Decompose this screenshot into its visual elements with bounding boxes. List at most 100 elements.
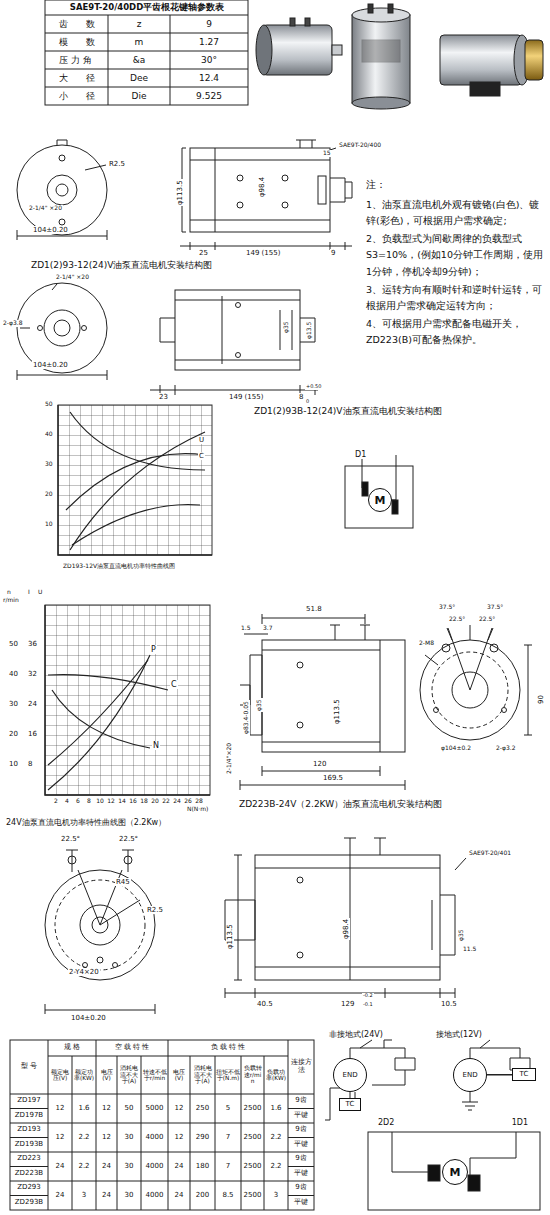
text-label: 104±0.20 bbox=[70, 1014, 107, 1022]
text-label: 2-M8 bbox=[418, 640, 435, 647]
node-text: M bbox=[375, 495, 386, 506]
text-label: 24V油泵直流电机功率特性曲线图（2.2Kw） bbox=[5, 818, 167, 827]
text-label: &a bbox=[132, 55, 147, 65]
text-label: φ35 bbox=[283, 320, 290, 334]
text-label: 50 bbox=[8, 640, 19, 648]
text-label: 104±0.20 bbox=[32, 226, 69, 234]
text-label: 9.525 bbox=[195, 91, 223, 101]
text-label: φ35 bbox=[458, 928, 465, 942]
text-label: -0.2 bbox=[362, 993, 374, 999]
table-cell: 规 格 bbox=[48, 1040, 96, 1056]
text-label: 120 bbox=[312, 760, 327, 768]
text-label: 6 bbox=[75, 798, 81, 805]
table-cell: 额定电压(V) bbox=[48, 1056, 72, 1094]
text-label: 16 bbox=[128, 798, 138, 805]
text-label: φ13.5 bbox=[306, 321, 313, 340]
table-cell: 平键 bbox=[288, 1167, 314, 1182]
text-label: 50 bbox=[44, 401, 54, 408]
text-label: P bbox=[150, 645, 157, 654]
text-label: φ113.5 bbox=[333, 698, 341, 725]
text-label: 22.5° bbox=[60, 835, 81, 843]
text-label: SAE9T-20/401 bbox=[468, 850, 512, 857]
text-label: 4 bbox=[64, 798, 70, 805]
terminal-box: TC bbox=[339, 1098, 361, 1111]
text-label: 接地式(12V) bbox=[435, 1030, 483, 1039]
table-cell: 消耗电流不大于(A) bbox=[190, 1056, 215, 1094]
text-label: ZD1(2)93B-12(24)V油泵直流电机安装结构图 bbox=[253, 406, 443, 416]
text-label: 10 bbox=[95, 798, 105, 805]
table-cell: 3 bbox=[72, 1181, 96, 1210]
text-label: 40.5 bbox=[256, 1000, 274, 1008]
table-cell: 24 bbox=[48, 1152, 72, 1181]
text-label: Dee bbox=[129, 73, 149, 83]
table-cell: 250 bbox=[190, 1094, 215, 1123]
text-label: φ113.5 bbox=[176, 179, 184, 206]
text-label: 齿 数 bbox=[58, 19, 96, 29]
text-label: 1.27 bbox=[198, 37, 220, 47]
text-label: 149 (155) bbox=[245, 249, 281, 257]
text-label: 12 bbox=[106, 798, 116, 805]
text-label: 注： bbox=[365, 180, 387, 191]
text-label: 10.5 bbox=[440, 1000, 458, 1008]
text-label: 37.5° bbox=[438, 604, 456, 611]
text-label: 30 bbox=[8, 700, 19, 708]
table-cell: 2.2 bbox=[264, 1123, 288, 1152]
text-label: ZD223B-24V（2.2KW）油泵直流电机安装结构图 bbox=[238, 799, 443, 809]
table-cell: 转速不低于r/min bbox=[141, 1056, 168, 1094]
text-label: N(N·m) bbox=[186, 806, 209, 813]
table-cell: ZD223 bbox=[10, 1152, 48, 1167]
table-cell: 负载转速r/min bbox=[241, 1056, 264, 1094]
text-label: 2-1/4" ×20 bbox=[28, 205, 63, 212]
table-cell: 8.5 bbox=[215, 1181, 241, 1210]
table-cell: 负 载 特 性 bbox=[168, 1040, 288, 1056]
text-label: 8 bbox=[86, 798, 92, 805]
table-cell: 9齿 bbox=[288, 1094, 314, 1109]
table-cell: ZD293B bbox=[10, 1196, 48, 1211]
text-label: φ104±0.2 bbox=[440, 745, 472, 752]
text-label: 129 bbox=[340, 1000, 355, 1008]
table-cell: 12 bbox=[48, 1123, 72, 1152]
text-label: U bbox=[37, 589, 43, 596]
text-label: 9 bbox=[330, 249, 336, 257]
text-label: +0.50 bbox=[305, 384, 322, 390]
text-label: C bbox=[170, 680, 178, 689]
table-cell: 7 bbox=[215, 1152, 241, 1181]
text-label: 12.4 bbox=[198, 73, 220, 83]
table-cell: 7 bbox=[215, 1123, 241, 1152]
table-cell: 24 bbox=[168, 1181, 190, 1210]
text-label: 22.5° bbox=[118, 835, 139, 843]
text-label: 压 力 角 bbox=[58, 55, 93, 65]
text-label: N bbox=[152, 741, 160, 750]
table-cell: 5 bbox=[215, 1094, 241, 1123]
table-cell: 24 bbox=[168, 1152, 190, 1181]
text-label: C bbox=[198, 452, 205, 460]
text-label: n bbox=[6, 589, 12, 596]
table-cell: 5000 bbox=[141, 1094, 168, 1123]
text-label: 32 bbox=[27, 670, 38, 678]
text-label: -0.1 bbox=[362, 1002, 374, 1008]
table-cell: 3 bbox=[264, 1181, 288, 1210]
text-label: I bbox=[27, 589, 31, 596]
text-label: 23 bbox=[158, 393, 169, 401]
text-label: R45 bbox=[115, 878, 131, 886]
schematic-box: 2D21D1M bbox=[368, 1118, 540, 1210]
text-label: 模 数 bbox=[58, 37, 96, 47]
table-cell: 200 bbox=[190, 1181, 215, 1210]
text-label: 169.5 bbox=[322, 774, 344, 782]
table-cell: 4000 bbox=[141, 1152, 168, 1181]
table-cell: 1.6 bbox=[264, 1094, 288, 1123]
table-cell: 负载功率(KW) bbox=[264, 1056, 288, 1094]
motor-circle: END bbox=[333, 1058, 367, 1092]
note-text: 1、油泵直流电机外观有镀铬(白色)、镀锌(彩色)，可根据用户需求确定; bbox=[365, 197, 549, 229]
text-label: 10 bbox=[8, 760, 19, 768]
text-label: Die bbox=[131, 91, 148, 101]
text-label: 小 径 bbox=[58, 91, 96, 101]
table-cell: 12 bbox=[96, 1123, 117, 1152]
table-cell: 12 bbox=[168, 1094, 190, 1123]
node-text: END bbox=[342, 1072, 357, 1079]
text-label: φ35 bbox=[256, 698, 263, 712]
text-label: 0 bbox=[305, 399, 310, 405]
text-label: m bbox=[134, 37, 145, 47]
text-label: φ98.4 bbox=[258, 176, 266, 198]
